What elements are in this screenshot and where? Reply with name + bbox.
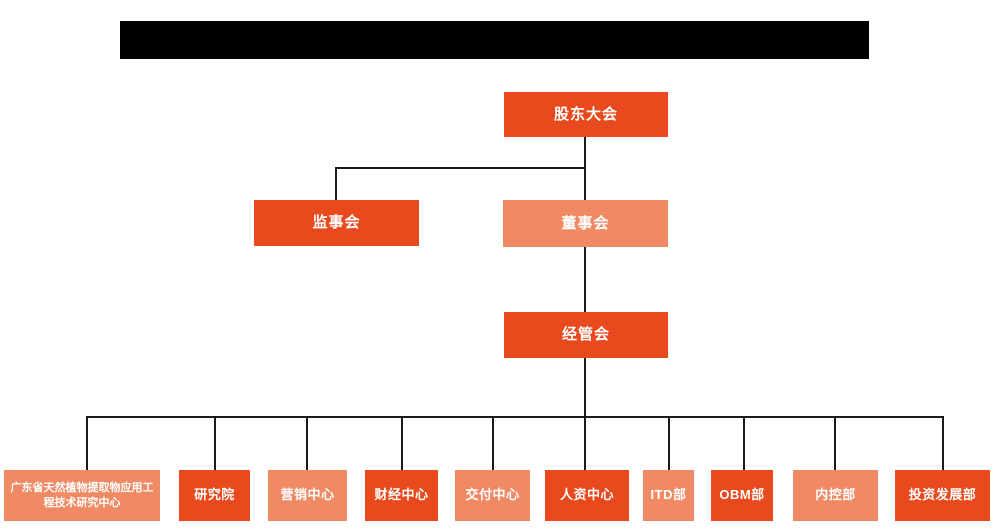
org-node-hr-center: 人资中心 [545, 470, 629, 521]
connector-drop-dept-8 [743, 416, 745, 470]
connector-drop-dept-10 [942, 416, 944, 470]
connector-bus-horizontal [86, 416, 944, 418]
org-node-delivery-center: 交付中心 [455, 470, 530, 521]
org-node-research-institute: 研究院 [179, 470, 250, 521]
org-node-obm-dept: OBM部 [711, 470, 773, 521]
connector-management-to-bus [584, 358, 586, 470]
connector-drop-dept-9 [834, 416, 836, 470]
org-node-supervisory-board: 监事会 [254, 200, 419, 246]
org-node-investment-development-dept: 投资发展部 [895, 470, 990, 521]
connector-root-to-board [584, 137, 586, 201]
org-node-shareholders-meeting: 股东大会 [504, 92, 668, 137]
org-node-guangdong-research-center: 广东省天然植物提取物应用工程技术研究中心 [4, 470, 160, 521]
connector-drop-dept-7 [668, 416, 670, 470]
connector-drop-dept-2 [214, 416, 216, 470]
connector-drop-dept-5 [492, 416, 494, 470]
org-node-internal-control-dept: 内控部 [793, 470, 878, 521]
connector-board-to-management [584, 247, 586, 312]
connector-branch-horizontal [335, 167, 586, 169]
connector-drop-dept-4 [401, 416, 403, 470]
org-node-itd-dept: ITD部 [643, 470, 694, 521]
connector-drop-dept-1 [86, 416, 88, 470]
org-node-management-committee: 经管会 [504, 312, 668, 358]
connector-drop-supervisory [335, 167, 337, 200]
org-node-marketing-center: 营销中心 [268, 470, 347, 521]
org-node-finance-center: 财经中心 [365, 470, 438, 521]
org-node-board-of-directors: 董事会 [503, 200, 668, 247]
connector-drop-dept-3 [306, 416, 308, 470]
redacted-title-bar [120, 21, 869, 59]
